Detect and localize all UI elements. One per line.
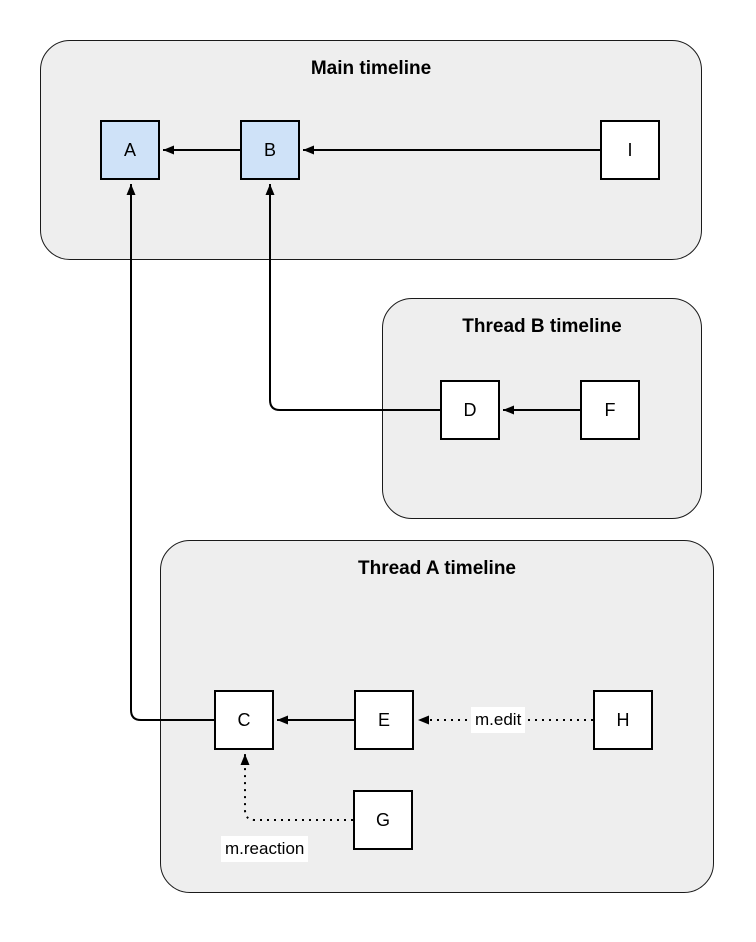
node-a: A bbox=[100, 120, 160, 180]
node-g-label: G bbox=[375, 810, 390, 830]
node-h: H bbox=[593, 690, 653, 750]
node-c: C bbox=[214, 690, 274, 750]
node-i: I bbox=[600, 120, 660, 180]
node-d-label: D bbox=[463, 400, 477, 420]
thread-b-timeline-title: Thread B timeline bbox=[462, 316, 622, 337]
node-i-label: I bbox=[627, 140, 633, 160]
main-timeline-title: Main timeline bbox=[310, 58, 432, 79]
node-d: D bbox=[440, 380, 500, 440]
thread-a-timeline-title: Thread A timeline bbox=[357, 558, 516, 579]
edge-label-m-edit: m.edit bbox=[471, 707, 526, 734]
node-e: E bbox=[354, 690, 414, 750]
node-f: F bbox=[580, 380, 640, 440]
edge-label-m-reaction: m.reaction bbox=[221, 836, 309, 863]
node-a-label: A bbox=[123, 140, 136, 160]
node-e-label: E bbox=[377, 710, 390, 730]
node-c-label: C bbox=[237, 710, 251, 730]
node-h-label: H bbox=[616, 710, 630, 730]
container-thread-b-timeline: Thread B timeline bbox=[382, 298, 702, 519]
node-b: B bbox=[240, 120, 300, 180]
node-g: G bbox=[353, 790, 413, 850]
node-f-label: F bbox=[604, 400, 616, 420]
node-b-label: B bbox=[263, 140, 276, 160]
